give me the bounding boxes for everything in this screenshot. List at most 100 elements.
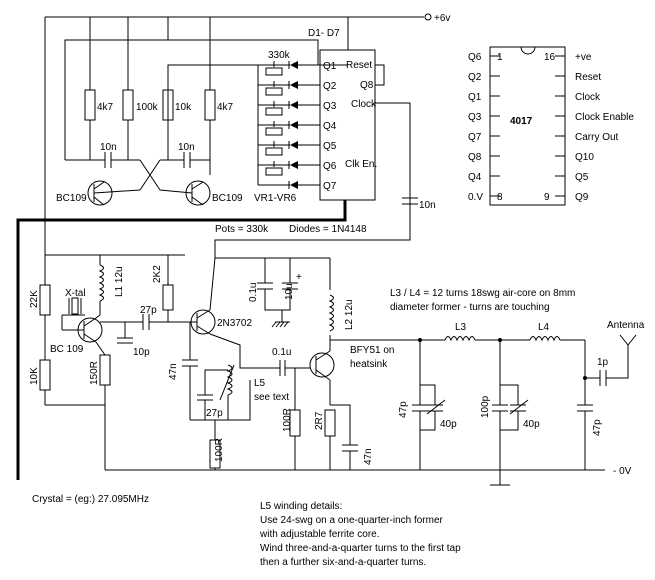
r-10k: 10k	[175, 102, 192, 113]
astable-resistors: 4k7 100k 10k 4k7	[84, 17, 234, 175]
diodes-range-label: D1- D7	[308, 28, 340, 39]
ic-right-pin-label: +ve	[575, 52, 592, 63]
c-47p-a: 47p	[398, 401, 409, 418]
r-2r7: 2R7	[314, 411, 325, 430]
l5-detail-line: then a further six-and-a-quarter turns.	[260, 557, 427, 568]
bc109-left: BC109	[56, 180, 141, 206]
feedback-wire	[64, 39, 348, 160]
diode-symbol	[290, 81, 298, 89]
c-10n-a: 10n	[100, 142, 117, 153]
ic-left-pin-label: Q2	[468, 72, 482, 83]
q-2n3702-label: 2N3702	[217, 318, 252, 329]
diode-symbol	[290, 101, 298, 109]
c-01u-a: 0.1u	[248, 283, 259, 302]
ground-divider	[16, 200, 347, 480]
c-47p-b: 47p	[592, 419, 603, 436]
ic-left-pin-label: Q7	[468, 132, 482, 143]
r-22k: 22K	[29, 290, 40, 308]
counter-output-label: Q7	[323, 181, 337, 192]
bfy51-line1: BFY51 on	[350, 345, 394, 356]
ic-right-pin-label: Clock	[575, 92, 601, 103]
pa-stage: 0.1u BFY51 on heatsink 100R 2R7 47n	[270, 335, 445, 470]
r-100r-b: 100R	[282, 408, 293, 432]
l5-detail-line: Wind three-and-a-quarter turns to the fi…	[260, 543, 461, 554]
l5-detail-line: Use 24-swg on a one-quarter-inch former	[260, 515, 443, 526]
r-150r: 150R	[89, 361, 100, 385]
c-10p: 10p	[133, 347, 150, 358]
ic-right-pin-number: 9	[544, 192, 550, 203]
counter-clock: Clock	[351, 99, 377, 110]
positive-rail-label: +6v	[434, 13, 450, 24]
l1-label: L1 12u	[114, 266, 125, 297]
crystal-note: Crystal = (eg:) 27.095MHz	[32, 494, 149, 505]
xtal-label: X-tal	[65, 288, 86, 299]
vr-range-label: VR1-VR6	[254, 193, 297, 204]
counter-output-label: Q2	[323, 81, 337, 92]
counter-output-label: Q6	[323, 161, 337, 172]
coil-note-2: diameter former - turns are touching	[390, 302, 550, 313]
bc-109-label: BC 109	[50, 344, 84, 355]
l4-label: L4	[538, 322, 550, 333]
pot-resistor	[265, 167, 283, 176]
ground-rail-label: - 0V	[613, 466, 632, 477]
ic-name: 4017	[510, 116, 533, 127]
bfy51-line2: heatsink	[350, 359, 388, 370]
bc109-label-a: BC109	[56, 193, 87, 204]
ic-left-pin-label: Q8	[468, 152, 482, 163]
pot-value-label: 330k	[268, 50, 291, 61]
pot-resistor	[265, 147, 283, 156]
counter-output-label: Q4	[323, 121, 337, 132]
ic-right-pin-number: 16	[544, 52, 556, 63]
counter-output-label: Q1	[323, 61, 337, 72]
pot-resistor	[265, 87, 283, 96]
ic-left-pin-number: 8	[497, 192, 503, 203]
pot-resistor	[265, 67, 283, 76]
diode-symbol	[290, 161, 298, 169]
c-27p-a: 27p	[140, 305, 157, 316]
r-100k: 100k	[136, 102, 159, 113]
ic-right-pin-label: Q10	[575, 152, 594, 163]
l2-label: L2 12u	[344, 299, 355, 330]
crystal-and-l1: X-tal L1 12u BC 109 27p 10p	[50, 255, 185, 358]
astable-caps: 10n 10n	[65, 142, 210, 191]
ic-right-pin-label: Q9	[575, 192, 589, 203]
diodes-note: Diodes = 1N4148	[289, 224, 367, 235]
c-40p-b: 40p	[523, 419, 540, 430]
pots-note: Pots = 330k	[215, 224, 269, 235]
base-wire-top	[167, 64, 258, 160]
pot-resistor	[265, 127, 283, 136]
ic-left-pin-label: 0.V	[468, 192, 483, 203]
pot-resistor	[265, 107, 283, 116]
r-100r-a: 100R	[214, 438, 225, 462]
c-47n-b: 47n	[363, 448, 374, 465]
ic-right-pin-label: Clock Enable	[575, 112, 634, 123]
l3-label: L3	[455, 322, 467, 333]
c-40p-a: 40p	[440, 419, 457, 430]
r-4k7-b: 4k7	[217, 102, 234, 113]
c-47n-a: 47n	[168, 363, 179, 380]
counter-output-label: Q3	[323, 101, 337, 112]
r-2k2: 2K2	[152, 265, 163, 283]
diode-symbol	[290, 141, 298, 149]
l5-label: L5	[254, 378, 266, 389]
antenna-label: Antenna	[607, 320, 645, 331]
c-27p-b: 27p	[206, 408, 223, 419]
c-10n-c: 10n	[419, 200, 436, 211]
l5-see-text: see text	[254, 392, 289, 403]
diode-symbol	[290, 181, 298, 189]
r-10k-b: 10K	[29, 367, 40, 385]
l5-detail-line: with adjustable ferrite core.	[260, 529, 380, 540]
ic-left-pin-label: Q1	[468, 92, 482, 103]
counter-reset: Reset	[346, 60, 372, 71]
counter-q8: Q8	[360, 80, 374, 91]
ic-left-pin-label: Q3	[468, 112, 482, 123]
diode-symbol	[290, 121, 298, 129]
counter-output-label: Q5	[323, 141, 337, 152]
positive-terminal	[424, 13, 432, 21]
ic-right-pin-label: Carry Out	[575, 132, 619, 143]
c-10n-b: 10n	[178, 142, 195, 153]
oscillator-resistors: 22K 10K 150R	[29, 17, 185, 470]
buffer-stage: 2K2 2N3702 47n 100R 27p L5 see text	[152, 255, 289, 470]
